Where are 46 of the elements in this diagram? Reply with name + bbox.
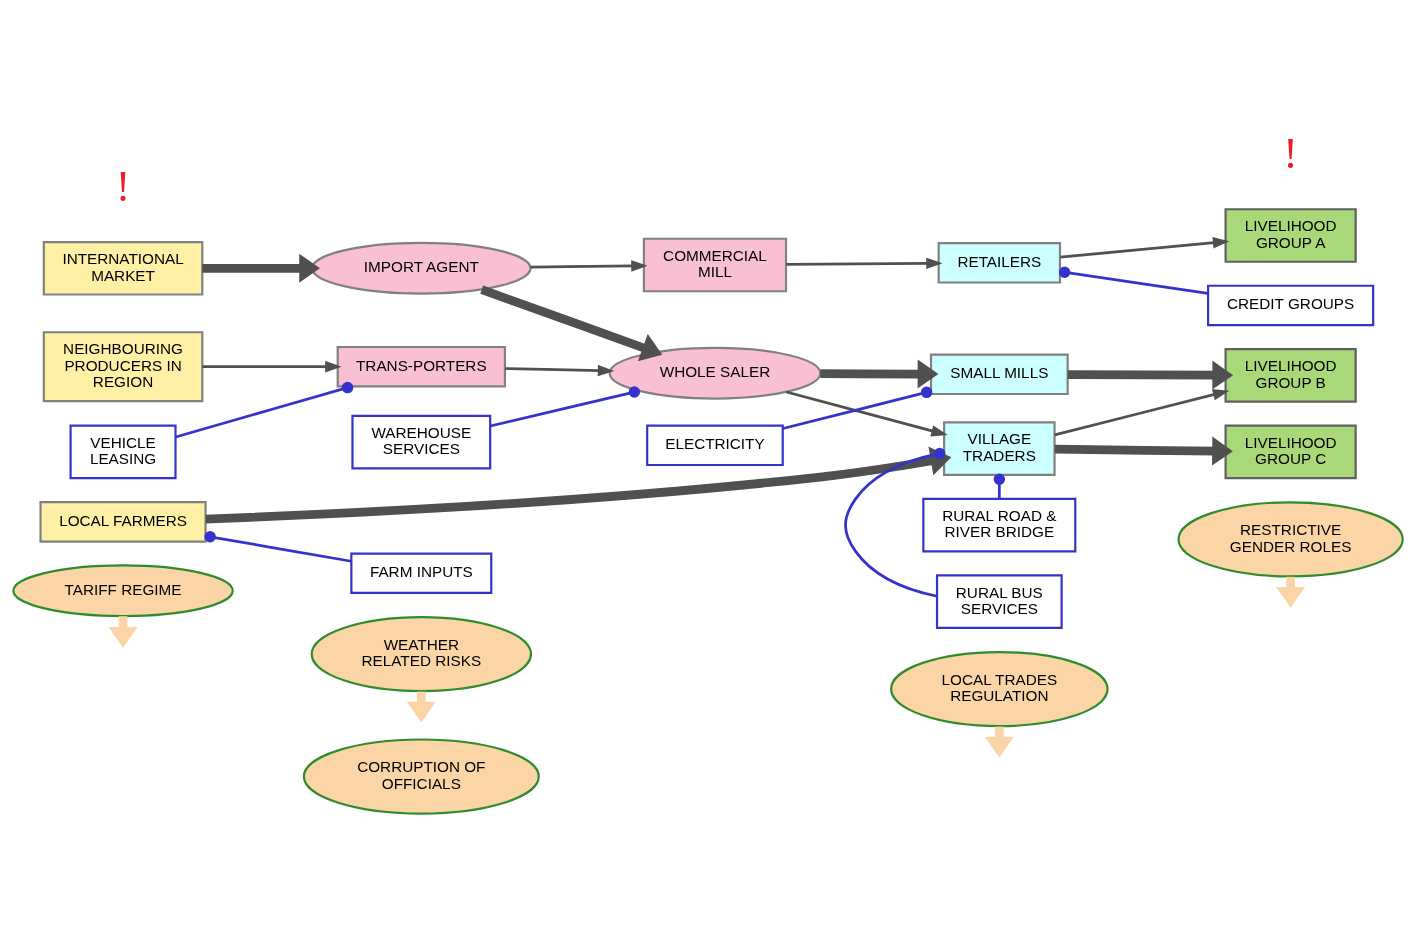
- node-box: NEIGHBOURING PRODUCERS IN REGION: [42, 330, 204, 402]
- arrow: [1060, 236, 1230, 258]
- node-ellipse: CORRUPTION OF OFFICIALS: [302, 737, 540, 815]
- arrow: [1054, 388, 1230, 436]
- arrow: [202, 253, 320, 283]
- node-box: COMMERCIAL MILL: [642, 237, 788, 292]
- label: !: [1283, 128, 1298, 177]
- arrow: [820, 358, 939, 388]
- arrow: [530, 259, 648, 272]
- node-box: TRANS-PORTERS: [336, 345, 507, 387]
- node-box: LIVELIHOOD GROUP B: [1224, 347, 1357, 403]
- arrow: [202, 360, 342, 372]
- arrow: [1054, 436, 1233, 466]
- node-box: ELECTRICITY: [646, 424, 784, 466]
- arrow: [1067, 360, 1234, 390]
- node-box: WAREHOUSE SERVICES: [351, 414, 492, 469]
- node-ellipse: IMPORT AGENT: [311, 241, 532, 295]
- node-ellipse: LOCAL TRADES REGULATION: [890, 650, 1109, 727]
- connector: [204, 530, 352, 563]
- node-box: VILLAGE TRADERS: [943, 420, 1056, 476]
- node-box: FARM INPUTS: [350, 551, 493, 594]
- node-box: RURAL ROAD & RIVER BRIDGE: [922, 497, 1077, 552]
- node-ellipse: TARIFF REGIME: [12, 563, 234, 617]
- arrow: [205, 446, 952, 523]
- node-box: VEHICLE LEASING: [69, 424, 177, 479]
- node-box: RURAL BUS SERVICES: [935, 573, 1063, 629]
- node-box: SMALL MILLS: [929, 353, 1069, 395]
- label: !: [115, 161, 131, 210]
- connector: [993, 473, 1006, 499]
- connector: [844, 447, 946, 598]
- arrow: [786, 390, 948, 436]
- node-box: CREDIT GROUPS: [1207, 284, 1375, 326]
- node-box: LIVELIHOOD GROUP C: [1224, 424, 1357, 479]
- arrow: [786, 257, 943, 269]
- connector: [782, 386, 933, 430]
- node-box: LIVELIHOOD GROUP A: [1224, 207, 1357, 263]
- connector: [490, 385, 641, 427]
- connector: [175, 381, 354, 438]
- node-box: RETAILERS: [937, 241, 1062, 284]
- node-ellipse: WEATHER RELATED RISKS: [310, 615, 533, 692]
- connector: [1058, 266, 1208, 295]
- node-ellipse: RESTRICTIVE GENDER ROLES: [1177, 500, 1404, 577]
- arrow: [505, 364, 615, 376]
- arrow: [480, 285, 663, 361]
- node-box: INTERNATIONAL MARKET: [42, 240, 204, 296]
- node-box: LOCAL FARMERS: [39, 500, 207, 543]
